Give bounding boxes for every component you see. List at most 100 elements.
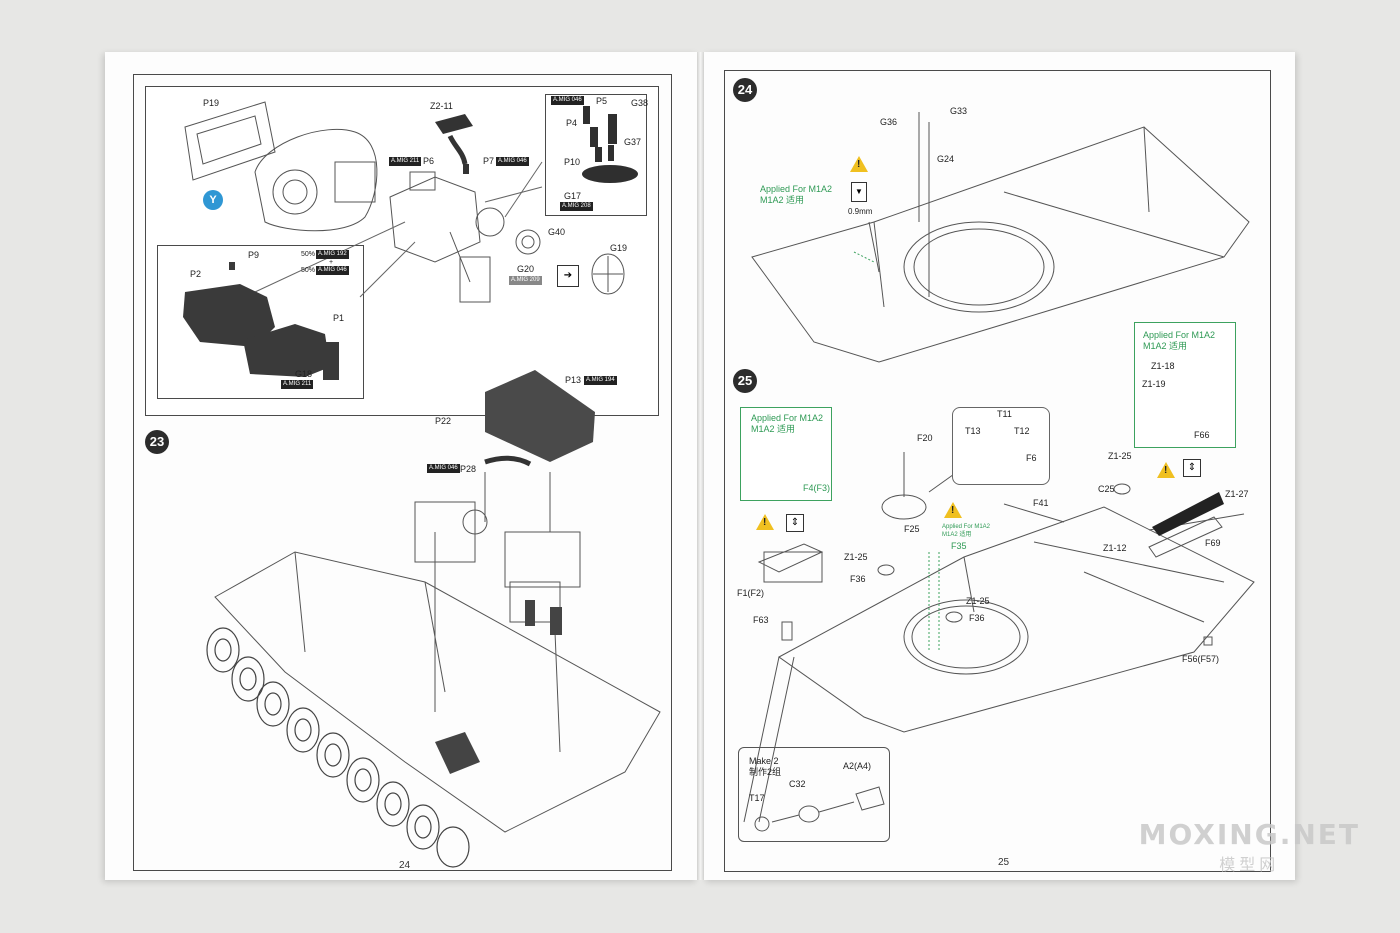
step24-applied-note: Applied For M1A2: [760, 184, 833, 194]
label-p19: P19: [203, 98, 220, 108]
inset-top-part-f6: F6: [1026, 453, 1037, 463]
direction-arrow-icon: ➔: [557, 265, 579, 287]
make-2-part-c32: C32: [789, 779, 806, 789]
label-f36-a: F36: [850, 574, 866, 584]
paint-tag: A.MIG 192: [316, 250, 349, 259]
inset-marker-y: Y: [203, 190, 223, 210]
label-g17: G17: [564, 191, 582, 201]
label-f41: F41: [1033, 498, 1049, 508]
book-spine: [697, 52, 704, 880]
label-f63: F63: [753, 615, 769, 625]
right-page: 24 G36 G33 G24 ! Applied For M1A2 M1A2 适…: [704, 52, 1295, 880]
step-23-frame: [133, 74, 672, 871]
caution-icon: !: [756, 514, 774, 530]
inset-top-part-t13: T13: [965, 426, 981, 436]
flip-part-icon: ⇕: [1183, 459, 1201, 477]
label-g33: G33: [950, 106, 968, 116]
inset-top-parts: [952, 407, 1050, 485]
label-g37: G37: [624, 137, 642, 147]
applied-box-f4: [740, 407, 832, 501]
label-p10: P10: [564, 157, 581, 167]
applied-small-part: F35: [951, 541, 967, 551]
paint-tag: A.MIG 194: [584, 376, 617, 385]
label-z1-12: Z1-12: [1103, 543, 1127, 553]
caution-icon: !: [1157, 462, 1175, 478]
drill-size: 0.9mm: [848, 207, 873, 216]
applied-small-cn: M1A2 适用: [942, 532, 972, 538]
label-g24: G24: [937, 154, 955, 164]
step-24-number: 24: [733, 78, 757, 102]
label-g19: G19: [610, 243, 628, 253]
inset-top-part-t12: T12: [1014, 426, 1030, 436]
step-23-number: 23: [145, 430, 169, 454]
label-z1-25-c: Z1-25: [966, 596, 990, 606]
label-z1-25-b: Z1-25: [844, 552, 868, 562]
label-z1-27: Z1-27: [1225, 489, 1249, 499]
paint-tag: A.MIG 046: [316, 266, 349, 275]
applied-box-z1-part-3: F66: [1194, 430, 1210, 440]
label-p4: P4: [566, 118, 578, 128]
label-f25: F25: [904, 524, 920, 534]
mix-plus: +: [329, 259, 334, 266]
label-p2: P2: [190, 269, 202, 279]
label-f1: F1(F2): [737, 588, 764, 598]
label-p7: P7: [483, 156, 495, 166]
left-page: Y 23 P19 Z2-11 A.MIG 211 P6 P7 A.MIG 046…: [105, 52, 697, 880]
paint-tag: A.MIG 046: [496, 157, 529, 166]
paint-tag: A.MIG 211: [281, 380, 314, 389]
applied-box-z1-part-1: Z1-18: [1151, 361, 1175, 371]
make-2-part-t17: T17: [749, 793, 765, 803]
step-25-number: 25: [733, 369, 757, 393]
page-number-right: 25: [998, 857, 1010, 868]
mix-percent-2: 50%: [301, 267, 316, 274]
label-p5: P5: [596, 96, 608, 106]
label-g40: G40: [548, 227, 566, 237]
make-2-title: Make 2: [749, 756, 779, 766]
paint-tag: A.MIG 208: [560, 202, 593, 211]
label-p9: P9: [248, 250, 260, 260]
left-page-drawings: [183, 101, 661, 868]
applied-box-f4-title: Applied For M1A2: [751, 413, 824, 423]
label-g18: G18: [295, 369, 313, 379]
caution-icon: !: [944, 502, 962, 518]
make-2-part-a2: A2(A4): [843, 761, 872, 771]
flip-part-icon: ⇕: [786, 514, 804, 532]
label-z2-11: Z2-11: [430, 101, 453, 111]
paint-tag: A.MIG 209: [509, 276, 542, 285]
applied-small-title: Applied For M1A2: [942, 524, 991, 530]
page-number-left: 24: [399, 860, 411, 871]
label-p1: P1: [333, 313, 345, 323]
step24-applied-note-cn: M1A2 适用: [760, 195, 805, 205]
label-g38: G38: [631, 98, 649, 108]
mix-percent-1: 50%: [301, 251, 316, 258]
watermark: MOXING.NET 模型网: [1139, 818, 1360, 875]
make-2-title-cn: 制作2组: [749, 767, 782, 777]
steps-24-25-frame: [724, 70, 1271, 872]
watermark-cn: 模型网: [1219, 855, 1280, 874]
applied-box-f4-cn: M1A2 适用: [751, 424, 796, 434]
make-2-box: [738, 747, 890, 842]
drill-icon: ▼: [851, 182, 867, 202]
label-p6: P6: [423, 156, 435, 166]
label-f56: F56(F57): [1182, 654, 1220, 664]
inset-top-part-t11: T11: [997, 409, 1012, 419]
label-g20: G20: [517, 264, 535, 274]
label-z1-25-a: Z1-25: [1108, 451, 1132, 461]
watermark-text: MOXING.NET: [1138, 818, 1360, 851]
label-f36-b: F36: [969, 613, 985, 623]
applied-box-f4-part: F4(F3): [803, 483, 830, 493]
paint-tag: A.MIG 211: [389, 157, 422, 166]
label-p28: P28: [460, 464, 477, 474]
label-p13: P13: [565, 375, 582, 385]
applied-box-z1-cn: M1A2 适用: [1143, 341, 1188, 351]
paint-tag: A.MIG 046: [551, 96, 584, 105]
caution-icon: !: [850, 156, 868, 172]
applied-box-z1-title: Applied For M1A2: [1143, 330, 1216, 340]
label-f20: F20: [917, 433, 933, 443]
label-g36: G36: [880, 117, 898, 127]
label-p22: P22: [435, 416, 452, 426]
label-c25: C25: [1098, 484, 1115, 494]
label-f69: F69: [1205, 538, 1221, 548]
applied-box-z1: [1134, 322, 1236, 448]
applied-box-z1-part-2: Z1-19: [1142, 379, 1166, 389]
